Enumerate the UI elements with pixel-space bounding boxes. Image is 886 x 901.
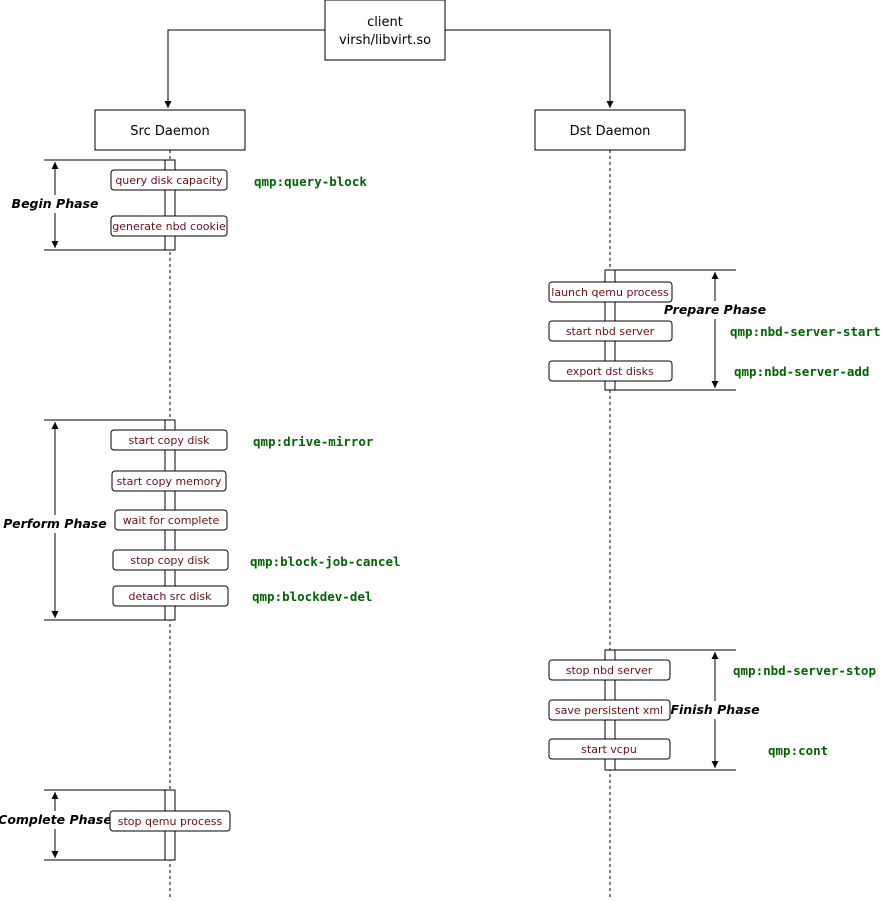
step-export-dst-disks: export dst disks bbox=[548, 360, 673, 382]
svg-text:stop nbd server: stop nbd server bbox=[566, 664, 653, 677]
step-query-disk-capacity: query disk capacity bbox=[110, 169, 228, 191]
step-generate-nbd-cookie: generate nbd cookie bbox=[110, 215, 228, 237]
client-to-src-arrow bbox=[164, 29, 325, 108]
svg-text:query disk capacity: query disk capacity bbox=[115, 174, 223, 187]
qmp-block-job-cancel: qmp:block-job-cancel bbox=[250, 554, 401, 569]
step-detach-src-disk: detach src disk bbox=[112, 585, 229, 607]
src-daemon-node: Src Daemon bbox=[94, 109, 246, 151]
svg-text:wait for complete: wait for complete bbox=[123, 514, 220, 527]
client-to-dst-arrow bbox=[445, 29, 614, 108]
step-save-persistent-xml: save persistent xml bbox=[548, 699, 671, 721]
svg-text:start nbd server: start nbd server bbox=[566, 325, 655, 338]
phase-prepare-label: Prepare Phase bbox=[664, 302, 766, 317]
qmp-cont: qmp:cont bbox=[768, 743, 828, 758]
qmp-nbd-server-add: qmp:nbd-server-add bbox=[734, 364, 869, 379]
dst-daemon-node: Dst Daemon bbox=[534, 109, 686, 151]
step-start-copy-disk: start copy disk bbox=[110, 429, 228, 451]
step-start-copy-memory: start copy memory bbox=[111, 470, 227, 492]
svg-text:stop qemu process: stop qemu process bbox=[118, 815, 223, 828]
client-node: client virsh/libvirt.so bbox=[324, 0, 446, 61]
svg-text:start vcpu: start vcpu bbox=[581, 743, 637, 756]
phase-begin-label: Begin Phase bbox=[12, 196, 99, 211]
qmp-nbd-server-stop: qmp:nbd-server-stop bbox=[733, 663, 876, 678]
qmp-drive-mirror: qmp:drive-mirror bbox=[253, 434, 374, 449]
svg-text:export dst disks: export dst disks bbox=[566, 365, 654, 378]
step-start-vcpu: start vcpu bbox=[548, 738, 671, 760]
step-stop-nbd-server: stop nbd server bbox=[548, 659, 671, 681]
svg-text:save persistent xml: save persistent xml bbox=[555, 704, 663, 717]
step-launch-qemu-process: launch qemu process bbox=[548, 281, 673, 303]
qmp-query-block: qmp:query-block bbox=[254, 174, 367, 189]
qmp-nbd-server-start: qmp:nbd-server-start bbox=[730, 324, 881, 339]
svg-text:generate nbd cookie: generate nbd cookie bbox=[112, 220, 226, 233]
phase-prepare-bracket: Prepare Phase bbox=[605, 269, 766, 391]
svg-text:stop copy disk: stop copy disk bbox=[130, 554, 210, 567]
svg-text:start copy memory: start copy memory bbox=[117, 475, 222, 488]
phase-begin-bracket: Begin Phase bbox=[12, 159, 175, 251]
phase-complete-bracket: Complete Phase bbox=[0, 789, 175, 861]
phase-perform-bracket: Perform Phase bbox=[3, 419, 175, 621]
client-subtitle: virsh/libvirt.so bbox=[339, 33, 431, 48]
step-stop-copy-disk: stop copy disk bbox=[112, 549, 229, 571]
dst-daemon-title: Dst Daemon bbox=[570, 124, 651, 139]
svg-text:detach src disk: detach src disk bbox=[128, 590, 212, 603]
svg-text:start copy disk: start copy disk bbox=[128, 434, 210, 447]
src-daemon-title: Src Daemon bbox=[130, 124, 209, 139]
phase-perform-label: Perform Phase bbox=[3, 516, 106, 531]
step-start-nbd-server: start nbd server bbox=[548, 320, 673, 342]
phase-finish-label: Finish Phase bbox=[670, 702, 759, 717]
step-stop-qemu-process: stop qemu process bbox=[109, 810, 231, 832]
phase-complete-label: Complete Phase bbox=[0, 812, 112, 827]
client-title: client bbox=[367, 15, 403, 30]
step-wait-for-complete: wait for complete bbox=[114, 509, 228, 531]
svg-text:launch qemu process: launch qemu process bbox=[551, 286, 669, 299]
phase-finish-bracket: Finish Phase bbox=[605, 649, 760, 771]
qmp-blockdev-del: qmp:blockdev-del bbox=[252, 589, 372, 604]
